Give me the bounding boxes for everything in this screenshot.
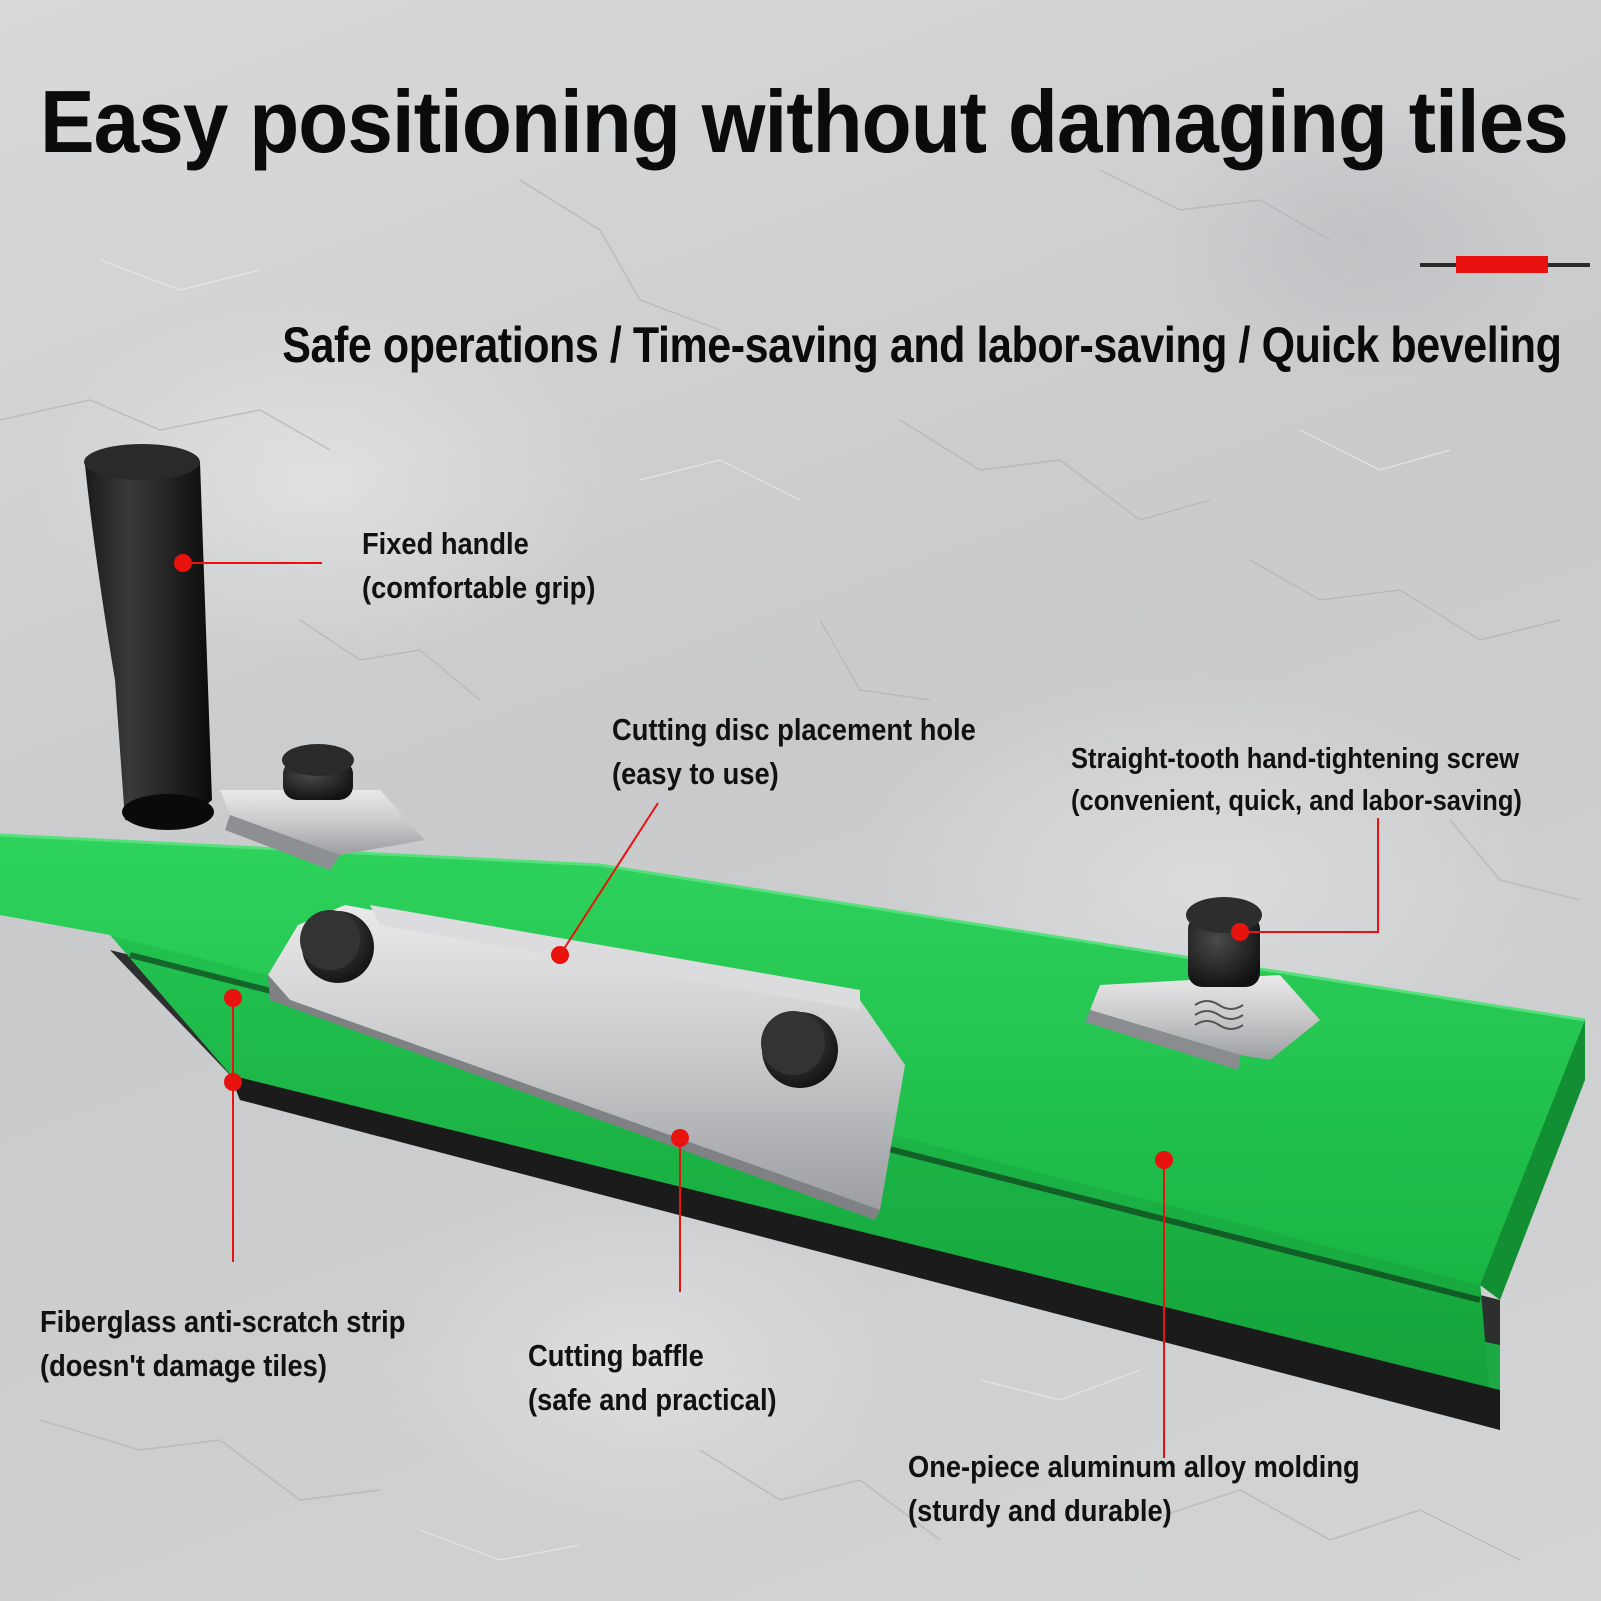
back-clamp	[220, 744, 425, 870]
accent-divider-red	[1456, 256, 1548, 273]
callout-molding: One-piece aluminum alloy molding (sturdy…	[908, 1445, 1360, 1533]
fixed-handle	[84, 444, 214, 830]
callout-strip: Fiberglass anti-scratch strip (doesn't d…	[40, 1300, 405, 1388]
baffle-knobs	[300, 910, 838, 1088]
callout-baffle: Cutting baffle (safe and practical)	[528, 1334, 777, 1422]
callout-handle-title: Fixed handle	[362, 526, 529, 561]
callout-molding-title: One-piece aluminum alloy molding	[908, 1449, 1360, 1484]
callout-baffle-title: Cutting baffle	[528, 1338, 704, 1373]
cutting-baffle	[268, 905, 905, 1220]
callout-disc-hole: Cutting disc placement hole (easy to use…	[612, 708, 976, 796]
callout-baffle-detail: (safe and practical)	[528, 1382, 777, 1417]
callout-molding-detail: (sturdy and durable)	[908, 1493, 1172, 1528]
callout-screw-title: Straight-tooth hand-tightening screw	[1071, 743, 1519, 775]
callout-handle: Fixed handle (comfortable grip)	[362, 522, 595, 610]
accent-divider	[1420, 256, 1590, 273]
headline: Easy positioning without damaging tiles	[40, 72, 1569, 171]
subheadline: Safe operations / Time-saving and labor-…	[281, 317, 1562, 373]
callout-strip-detail: (doesn't damage tiles)	[40, 1348, 327, 1383]
callout-screw: Straight-tooth hand-tightening screw (co…	[1071, 738, 1522, 822]
callout-disc-hole-detail: (easy to use)	[612, 756, 779, 791]
callout-disc-hole-title: Cutting disc placement hole	[612, 712, 976, 747]
callout-screw-detail: (convenient, quick, and labor-saving)	[1071, 785, 1522, 817]
callout-leaders	[174, 554, 1379, 1458]
callout-strip-title: Fiberglass anti-scratch strip	[40, 1304, 406, 1339]
callout-handle-detail: (comfortable grip)	[362, 570, 596, 605]
